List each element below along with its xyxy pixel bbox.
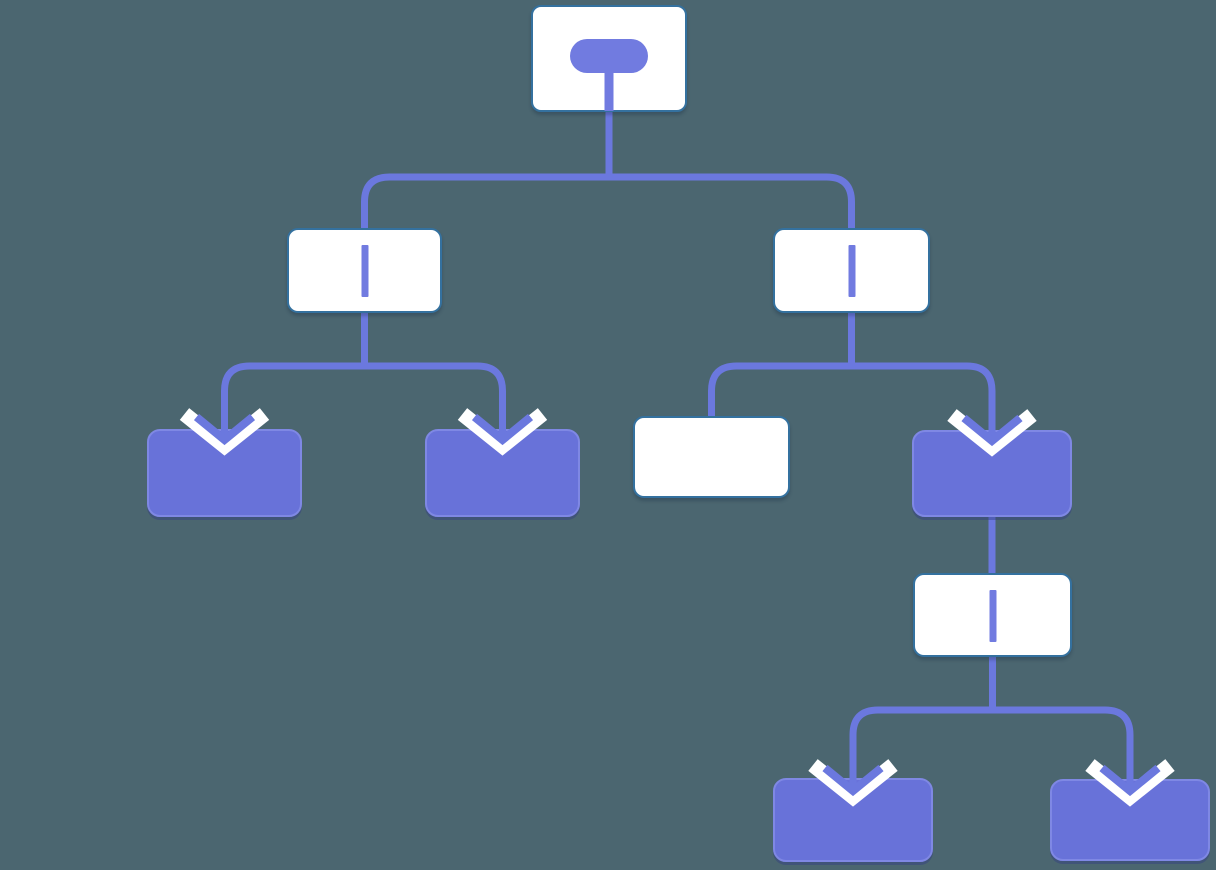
root-stem-mark — [604, 67, 614, 111]
branch-node-left[interactable] — [287, 228, 442, 313]
branch-node-bottom[interactable] — [913, 573, 1072, 657]
mid-node-purple[interactable] — [912, 430, 1072, 517]
leaf-node-left-2[interactable] — [425, 429, 580, 517]
node-divider-mark — [361, 245, 368, 297]
root-node[interactable] — [531, 5, 687, 112]
child-node-white[interactable] — [633, 416, 790, 498]
leaf-node-left-1[interactable] — [147, 429, 302, 517]
root-pill-mark — [570, 39, 648, 73]
node-divider-mark — [989, 590, 996, 642]
branch-node-right[interactable] — [773, 228, 930, 313]
leaf-node-bottom-2[interactable] — [1050, 779, 1210, 861]
node-divider-mark — [848, 245, 855, 297]
leaf-node-bottom-1[interactable] — [773, 778, 933, 862]
